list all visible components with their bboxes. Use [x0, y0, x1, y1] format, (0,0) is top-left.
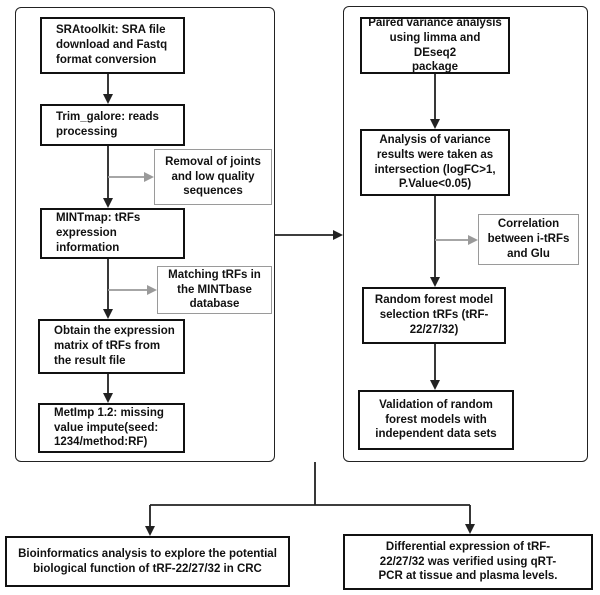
- analysis-variance-box: Analysis of variance results were taken …: [360, 129, 510, 196]
- bioinformatics-text: Bioinformatics analysis to explore the p…: [18, 547, 277, 575]
- paired-variance-text: Paired variance analysis using limma and…: [368, 16, 502, 74]
- correlation-text: Correlation between i-tRFs and Glu: [487, 218, 570, 260]
- differential-box: Differential expression of tRF- 22/27/32…: [343, 534, 593, 590]
- trim-galore-box: Trim_galore: reads processing: [40, 104, 185, 146]
- random-forest-text: Random forest model selection tRFs (tRF-…: [374, 294, 494, 336]
- analysis-variance-text: Analysis of variance results were taken …: [374, 133, 496, 191]
- mintmap-box: MINTmap: tRFs expression information: [40, 208, 185, 259]
- bioinformatics-box: Bioinformatics analysis to explore the p…: [5, 536, 290, 587]
- correlation-box: Correlation between i-tRFs and Glu: [478, 214, 579, 265]
- mintmap-text: MINTmap: tRFs expression information: [56, 212, 141, 254]
- obtain-text: Obtain the expression matrix of tRFs fro…: [54, 325, 175, 367]
- removal-box: Removal of joints and low quality sequen…: [154, 149, 272, 205]
- left-panel: [15, 7, 275, 462]
- right-panel: [343, 6, 588, 462]
- removal-text: Removal of joints and low quality sequen…: [165, 155, 261, 198]
- matching-text: Matching tRFs in the MINTbase database: [168, 268, 261, 311]
- obtain-box: Obtain the expression matrix of tRFs fro…: [38, 319, 185, 374]
- paired-variance-box: Paired variance analysis using limma and…: [360, 17, 510, 74]
- trim-galore-text: Trim_galore: reads processing: [56, 111, 159, 138]
- sratoolkit-box: SRAtoolkit: SRA file download and Fastq …: [40, 17, 185, 74]
- sratoolkit-text: SRAtoolkit: SRA file download and Fastq …: [56, 24, 168, 66]
- validation-text: Validation of random forest models with …: [375, 398, 497, 441]
- validation-box: Validation of random forest models with …: [358, 390, 514, 450]
- differential-text: Differential expression of tRF- 22/27/32…: [378, 540, 558, 583]
- random-forest-box: Random forest model selection tRFs (tRF-…: [362, 287, 506, 344]
- matching-box: Matching tRFs in the MINTbase database: [157, 266, 272, 314]
- metimp-text: MetImp 1.2: missing value impute(seed: 1…: [54, 406, 164, 449]
- metimp-box: MetImp 1.2: missing value impute(seed: 1…: [38, 403, 185, 453]
